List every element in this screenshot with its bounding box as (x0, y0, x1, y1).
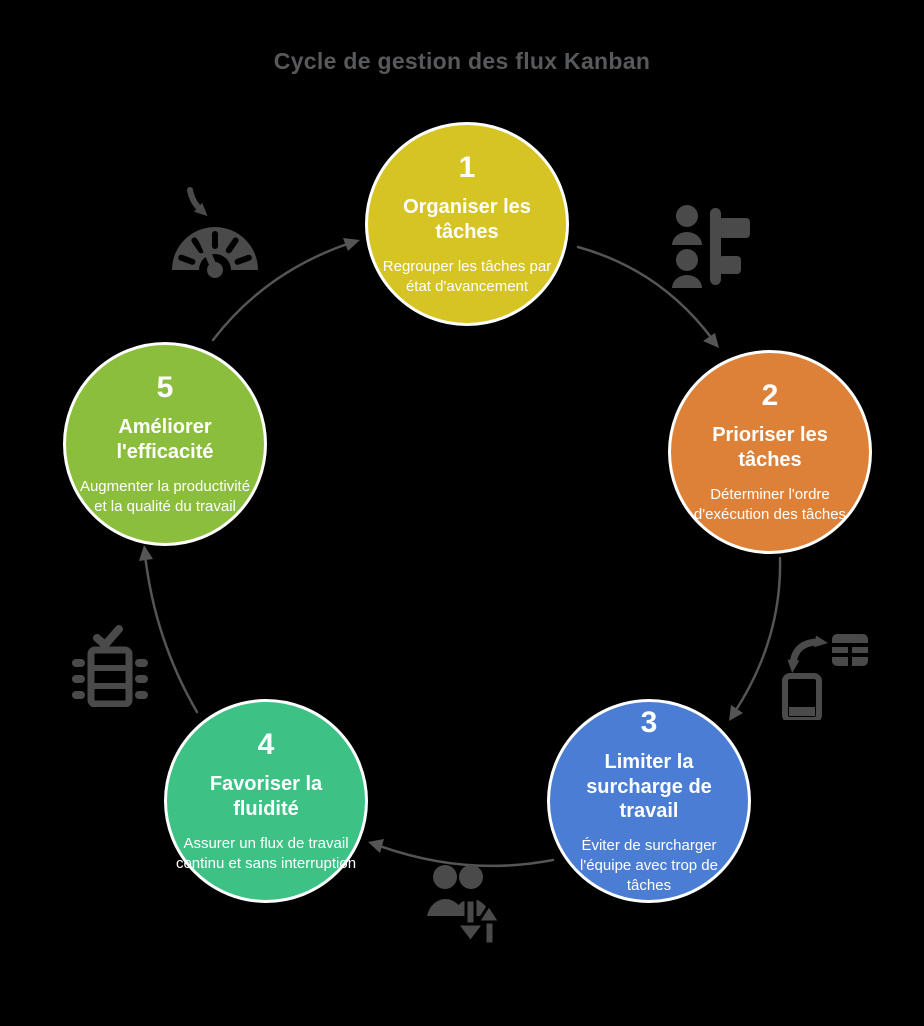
step-1-circle: 1 Organiser les tâches Regrouper les tâc… (365, 122, 569, 326)
step-4-title: Favoriser la fluidité (209, 773, 323, 820)
step-5-circle: 5 Améliorer l'efficacité Augmenter la pr… (63, 342, 267, 546)
checklist-board-icon (72, 625, 148, 707)
device-board-sync-icon (782, 634, 868, 720)
arrow-step2-to-step3 (729, 556, 782, 721)
step-1-description: Regrouper les tâches par état d'avanceme… (382, 258, 552, 295)
step-5-description: Augmenter la productivité et la qualité … (79, 478, 251, 515)
step-3-description: Éviter de surcharger l'équipe avec trop … (580, 837, 718, 894)
team-workload-arrows-icon (427, 865, 502, 946)
speedometer-gauge-icon (172, 187, 258, 282)
page-title: Cycle de gestion des flux Kanban (273, 48, 651, 74)
team-priority-levels-icon (672, 205, 750, 288)
step-3-title: Limiter la surcharge de travail (586, 751, 712, 822)
step-1-number: 1 (458, 151, 476, 185)
step-2-description: Déterminer l'ordre d'exécution des tâche… (693, 486, 847, 523)
step-4-description: Assurer un flux de travail continu et sa… (175, 835, 357, 872)
step-2-circle: 2 Prioriser les tâches Déterminer l'ordr… (668, 350, 872, 554)
step-3-circle: 3 Limiter la surcharge de travail Éviter… (547, 699, 751, 903)
step-1-title: Organiser les tâches (403, 196, 531, 243)
step-4-circle: 4 Favoriser la fluidité Assurer un flux … (164, 699, 368, 903)
step-4-number: 4 (257, 728, 275, 762)
step-5-number: 5 (156, 371, 174, 405)
step-5-title: Améliorer l'efficacité (116, 416, 214, 463)
step-2-number: 2 (761, 379, 779, 413)
step-2-title: Prioriser les tâches (712, 424, 828, 471)
step-3-number: 3 (640, 706, 658, 740)
